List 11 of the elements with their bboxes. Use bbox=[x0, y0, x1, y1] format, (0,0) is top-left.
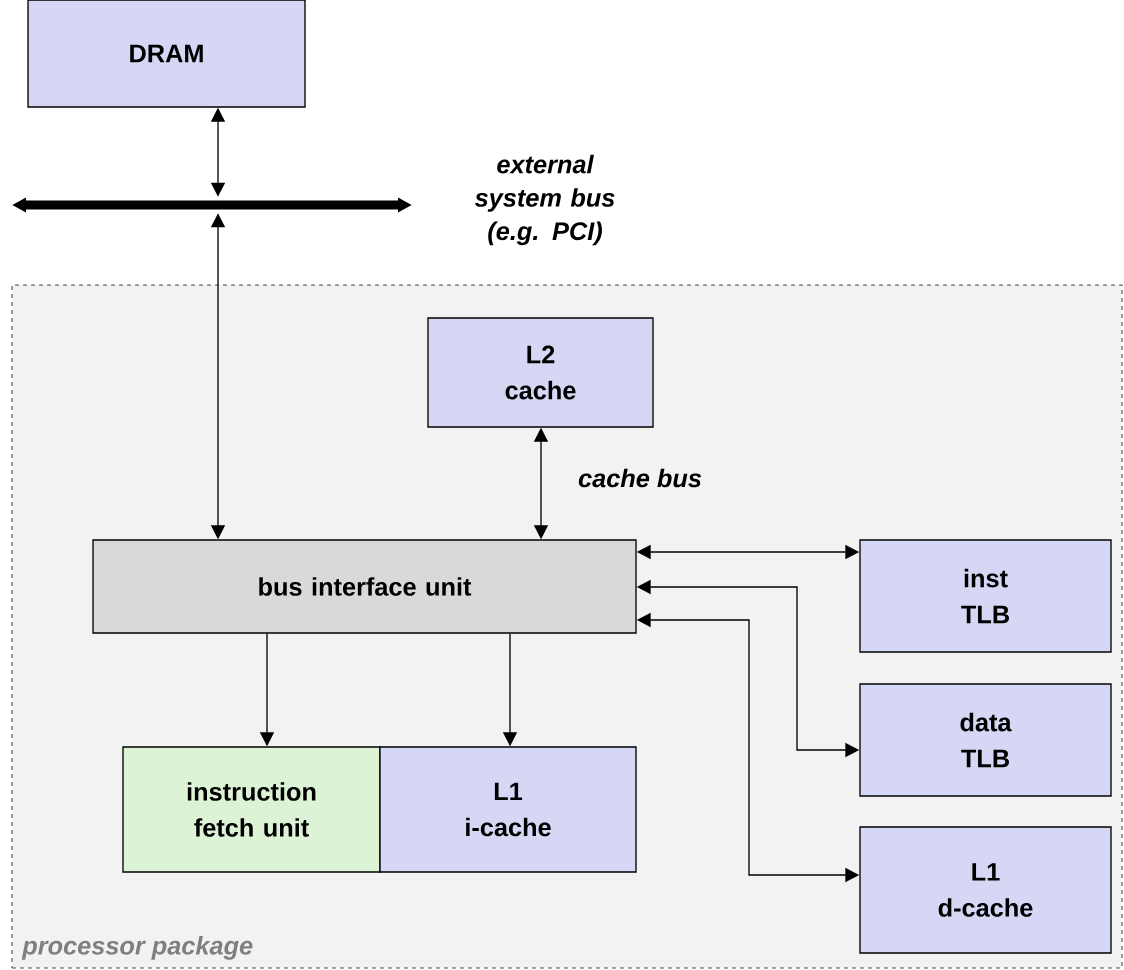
edge-label: cache bus bbox=[576, 467, 704, 489]
cache-box: L2 cache bbox=[427, 317, 654, 428]
cache-box: L1 d-cache bbox=[859, 826, 1112, 954]
tlb-box: data TLB bbox=[859, 683, 1112, 797]
bus-label: external system bus (e.g. PCI) bbox=[474, 154, 615, 246]
tlb-box: inst TLB bbox=[859, 539, 1112, 653]
unit-box: bus interface unit bbox=[92, 539, 637, 634]
memory-box: DRAM bbox=[27, 0, 306, 108]
package-label: processor package bbox=[21, 936, 253, 960]
unit-box: instruction fetch unit bbox=[122, 746, 381, 873]
cache-box: L1 i-cache bbox=[379, 746, 637, 873]
